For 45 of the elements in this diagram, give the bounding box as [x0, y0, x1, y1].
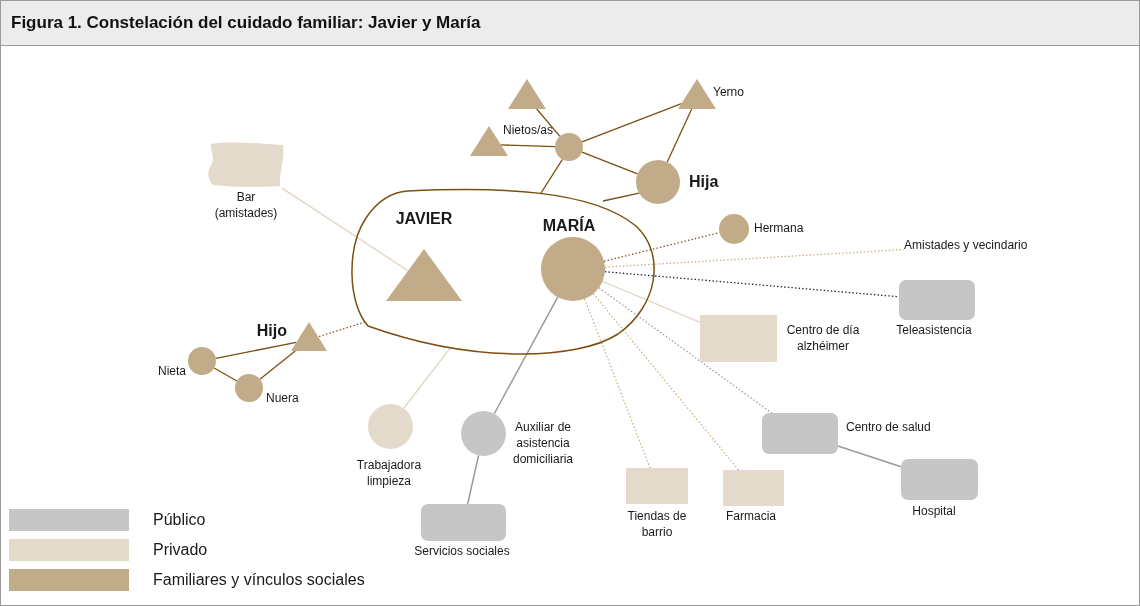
node-label: Nieta: [157, 363, 186, 379]
connector-line: [466, 454, 480, 505]
node-label: Amistades y vecindario: [904, 237, 1029, 254]
connector-line: [213, 367, 238, 382]
connector-line: [536, 108, 561, 137]
node-label: Bar (amistades): [213, 189, 279, 221]
dotted-connector: [598, 287, 773, 414]
node-label: Teleasistencia: [895, 322, 973, 338]
node-label: Farmacia: [725, 508, 777, 524]
node-label: Nuera: [266, 390, 300, 406]
connector-line: [403, 346, 452, 410]
dotted-connector: [604, 248, 905, 268]
connector-line: [602, 192, 640, 202]
node-label: Servicios sociales: [413, 543, 511, 559]
dotted-connector: [604, 271, 900, 298]
connector-line: [666, 108, 693, 163]
connector-line: [581, 102, 683, 143]
connector-line: [281, 187, 409, 272]
legend-label: Privado: [153, 541, 208, 559]
dotted-connector: [592, 293, 740, 471]
legend-label: Familiares y vínculos sociales: [153, 571, 365, 589]
node-label: Hijo: [255, 321, 287, 341]
connector-line: [215, 341, 297, 359]
figure-title: Figura 1. Constelación del cuidado familiar: Javier y María: [11, 13, 481, 33]
node-label: JAVIER: [394, 209, 454, 229]
node-label: Hermana: [754, 220, 805, 236]
dotted-connector: [583, 298, 651, 469]
connector-line: [259, 350, 296, 380]
connector-line: [500, 144, 556, 148]
connector-line: [837, 445, 902, 468]
node-label: Hija: [689, 172, 720, 192]
node-label: Hospital: [911, 503, 957, 519]
node-label: MARÍA: [541, 216, 597, 236]
node-label: Tiendas de barrio: [626, 508, 688, 540]
node-label: Yerno: [713, 84, 745, 100]
node-label: Nietos/as: [501, 122, 553, 138]
connector-line: [540, 158, 564, 194]
node-label: Centro de salud: [846, 419, 932, 435]
legend-label: Público: [153, 511, 206, 529]
node-label: Trabajadora limpieza: [355, 457, 423, 489]
node-label: Centro de día alzhéimer: [785, 322, 861, 354]
connector-line: [601, 280, 701, 324]
connector-line: [493, 296, 559, 415]
node-label: Auxiliar de asistencia domiciliaria: [512, 419, 574, 467]
connector-line: [581, 151, 639, 175]
